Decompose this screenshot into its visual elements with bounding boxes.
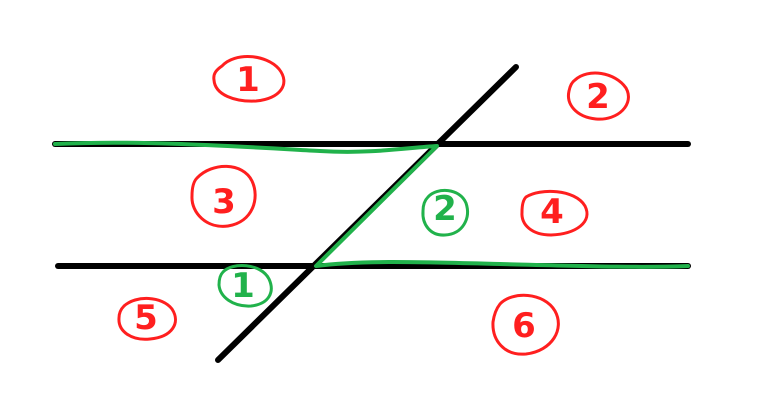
angle-1-number: 1	[231, 266, 255, 306]
region-label-2: 2	[566, 71, 630, 121]
region-6-outline	[491, 293, 560, 356]
angle-1-outline	[217, 264, 273, 308]
angle-label-2: 2	[421, 189, 469, 237]
region-3-outline	[190, 164, 257, 228]
region-1-number: 1	[236, 60, 260, 100]
region-label-5: 5	[117, 297, 177, 341]
region-label-6: 6	[491, 293, 560, 356]
region-label-3: 3	[190, 164, 257, 228]
region-2-outline	[566, 71, 630, 121]
angle-label-1: 1	[217, 264, 273, 308]
region-label-4: 4	[520, 189, 589, 237]
region-4-outline	[520, 189, 589, 237]
region-5-outline	[117, 297, 177, 341]
region-4-number: 4	[540, 192, 564, 232]
region-1-outline	[212, 55, 286, 103]
region-label-1: 1	[212, 55, 286, 103]
angle-2-outline	[421, 189, 469, 237]
region-2-number: 2	[586, 77, 610, 117]
region-3-number: 3	[212, 182, 236, 222]
angle-2-number: 2	[433, 189, 457, 229]
region-6-number: 6	[512, 306, 536, 346]
region-5-number: 5	[134, 298, 158, 338]
green-z-highlight	[53, 140, 690, 269]
